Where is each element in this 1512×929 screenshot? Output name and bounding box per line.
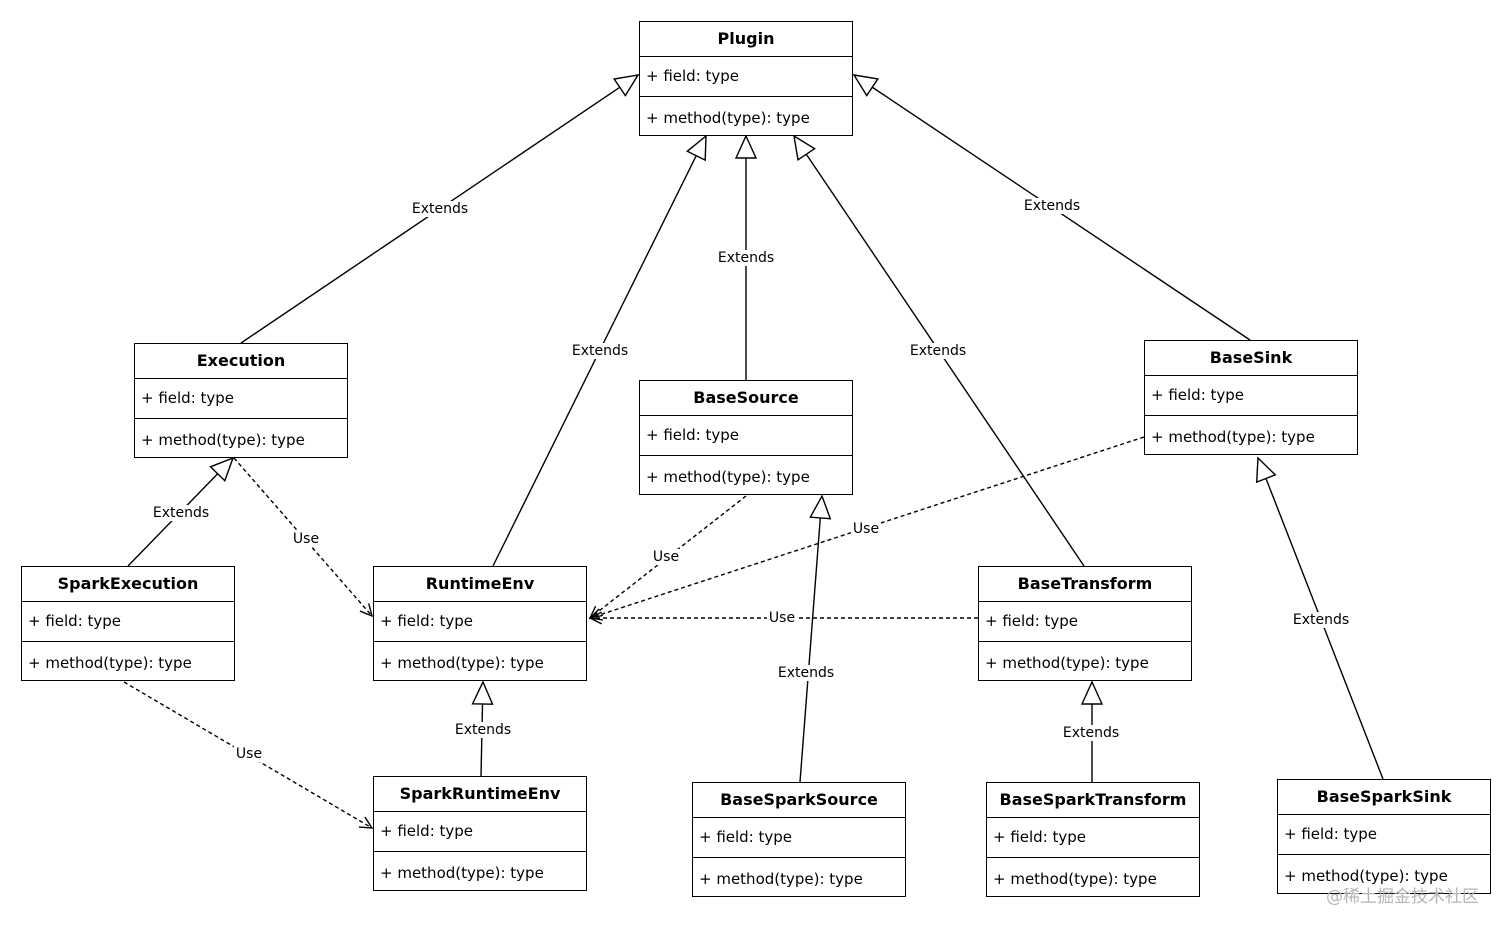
class-name: SparkRuntimeEnv [399, 784, 561, 803]
class-method: + method(type): type [22, 641, 234, 681]
class-method: + method(type): type [135, 418, 347, 458]
extends-edge [492, 155, 697, 567]
class-method: + method(type): type [987, 857, 1199, 897]
class-basesparksource[interactable]: BaseSparkSource + field: type + method(t… [692, 782, 906, 897]
extends-edge [799, 517, 822, 783]
class-plugin[interactable]: Plugin + field: type + method(type): typ… [639, 21, 853, 136]
extends-label-basesource-plugin: Extends [715, 250, 777, 266]
inheritance-arrowhead [734, 134, 758, 159]
extends-label-sparkruntimeenv-runtimeenv: Extends [452, 722, 514, 738]
inheritance-arrowhead [809, 494, 832, 520]
use-label-basesink-runtimeenv: Use [850, 521, 882, 537]
class-basesparksink[interactable]: BaseSparkSink + field: type + method(typ… [1277, 779, 1491, 894]
class-method: + method(type): type [640, 455, 852, 495]
class-method: + method(type): type [1145, 415, 1357, 455]
class-field: + field: type [987, 817, 1199, 857]
use-label-basetransform-runtimeenv: Use [766, 610, 798, 626]
class-method: + method(type): type [640, 96, 852, 136]
class-name: BaseSource [693, 388, 799, 407]
class-name: BaseSink [1209, 348, 1293, 367]
class-name: BaseTransform [1017, 574, 1153, 593]
watermark: @稀土掘金技术社区 [1326, 887, 1479, 907]
class-basesink[interactable]: BaseSink + field: type + method(type): t… [1144, 340, 1358, 455]
class-field: + field: type [979, 601, 1191, 641]
class-method: + method(type): type [374, 641, 586, 681]
class-name: Plugin [717, 29, 775, 48]
inheritance-arrowhead [1080, 680, 1104, 705]
use-label-execution-runtimeenv: Use [290, 531, 322, 547]
extends-label-sparkexecution-execution: Extends [150, 505, 212, 521]
class-name: RuntimeEnv [425, 574, 535, 593]
class-field: + field: type [640, 56, 852, 96]
use-label-sparkexecution-sparkruntimeenv: Use [233, 746, 265, 762]
inheritance-arrowhead [852, 74, 880, 97]
class-field: + field: type [693, 817, 905, 857]
inheritance-arrowhead [612, 74, 640, 97]
class-method: + method(type): type [1278, 854, 1490, 894]
class-field: + field: type [640, 415, 852, 455]
class-field: + field: type [374, 811, 586, 851]
class-field: + field: type [374, 601, 586, 641]
class-basesparktransform[interactable]: BaseSparkTransform + field: type + metho… [986, 782, 1200, 897]
extends-edge [480, 703, 484, 777]
inheritance-arrowhead [209, 456, 235, 483]
extends-label-basetransform-plugin: Extends [907, 343, 969, 359]
class-runtimeenv[interactable]: RuntimeEnv + field: type + method(type):… [373, 566, 587, 681]
class-basesource[interactable]: BaseSource + field: type + method(type):… [639, 380, 853, 495]
class-execution[interactable]: Execution + field: type + method(type): … [134, 343, 348, 458]
extends-label-basesparksink-basesink: Extends [1290, 612, 1352, 628]
use-edge [590, 436, 1145, 618]
class-sparkexecution[interactable]: SparkExecution + field: type + method(ty… [21, 566, 235, 681]
inheritance-arrowhead [1255, 456, 1277, 484]
class-field: + field: type [1278, 814, 1490, 854]
inheritance-arrowhead [793, 134, 816, 162]
class-field: + field: type [135, 378, 347, 418]
class-name: SparkExecution [57, 574, 199, 593]
class-field: + field: type [1145, 375, 1357, 415]
class-name: BaseSparkSource [720, 790, 878, 809]
extends-edge [805, 153, 1085, 567]
class-method: + method(type): type [374, 851, 586, 891]
class-name: BaseSparkTransform [999, 790, 1187, 809]
class-field: + field: type [22, 601, 234, 641]
inheritance-arrowhead [685, 134, 707, 162]
class-name: BaseSparkSink [1316, 787, 1452, 806]
inheritance-arrowhead [471, 680, 494, 705]
extends-label-runtimeenv-plugin: Extends [569, 343, 631, 359]
extends-label-basesink-plugin: Extends [1021, 198, 1083, 214]
class-basetransform[interactable]: BaseTransform + field: type + method(typ… [978, 566, 1192, 681]
extends-edge [1265, 478, 1384, 780]
extends-label-execution-plugin: Extends [409, 201, 471, 217]
class-method: + method(type): type [979, 641, 1191, 681]
class-sparkruntimeenv[interactable]: SparkRuntimeEnv + field: type + method(t… [373, 776, 587, 891]
extends-label-basesparksource-basesource: Extends [775, 665, 837, 681]
class-method: + method(type): type [693, 857, 905, 897]
class-name: Execution [196, 351, 286, 370]
extends-label-basesparktransform-basetransform: Extends [1060, 725, 1122, 741]
use-label-basesource-runtimeenv: Use [650, 549, 682, 565]
